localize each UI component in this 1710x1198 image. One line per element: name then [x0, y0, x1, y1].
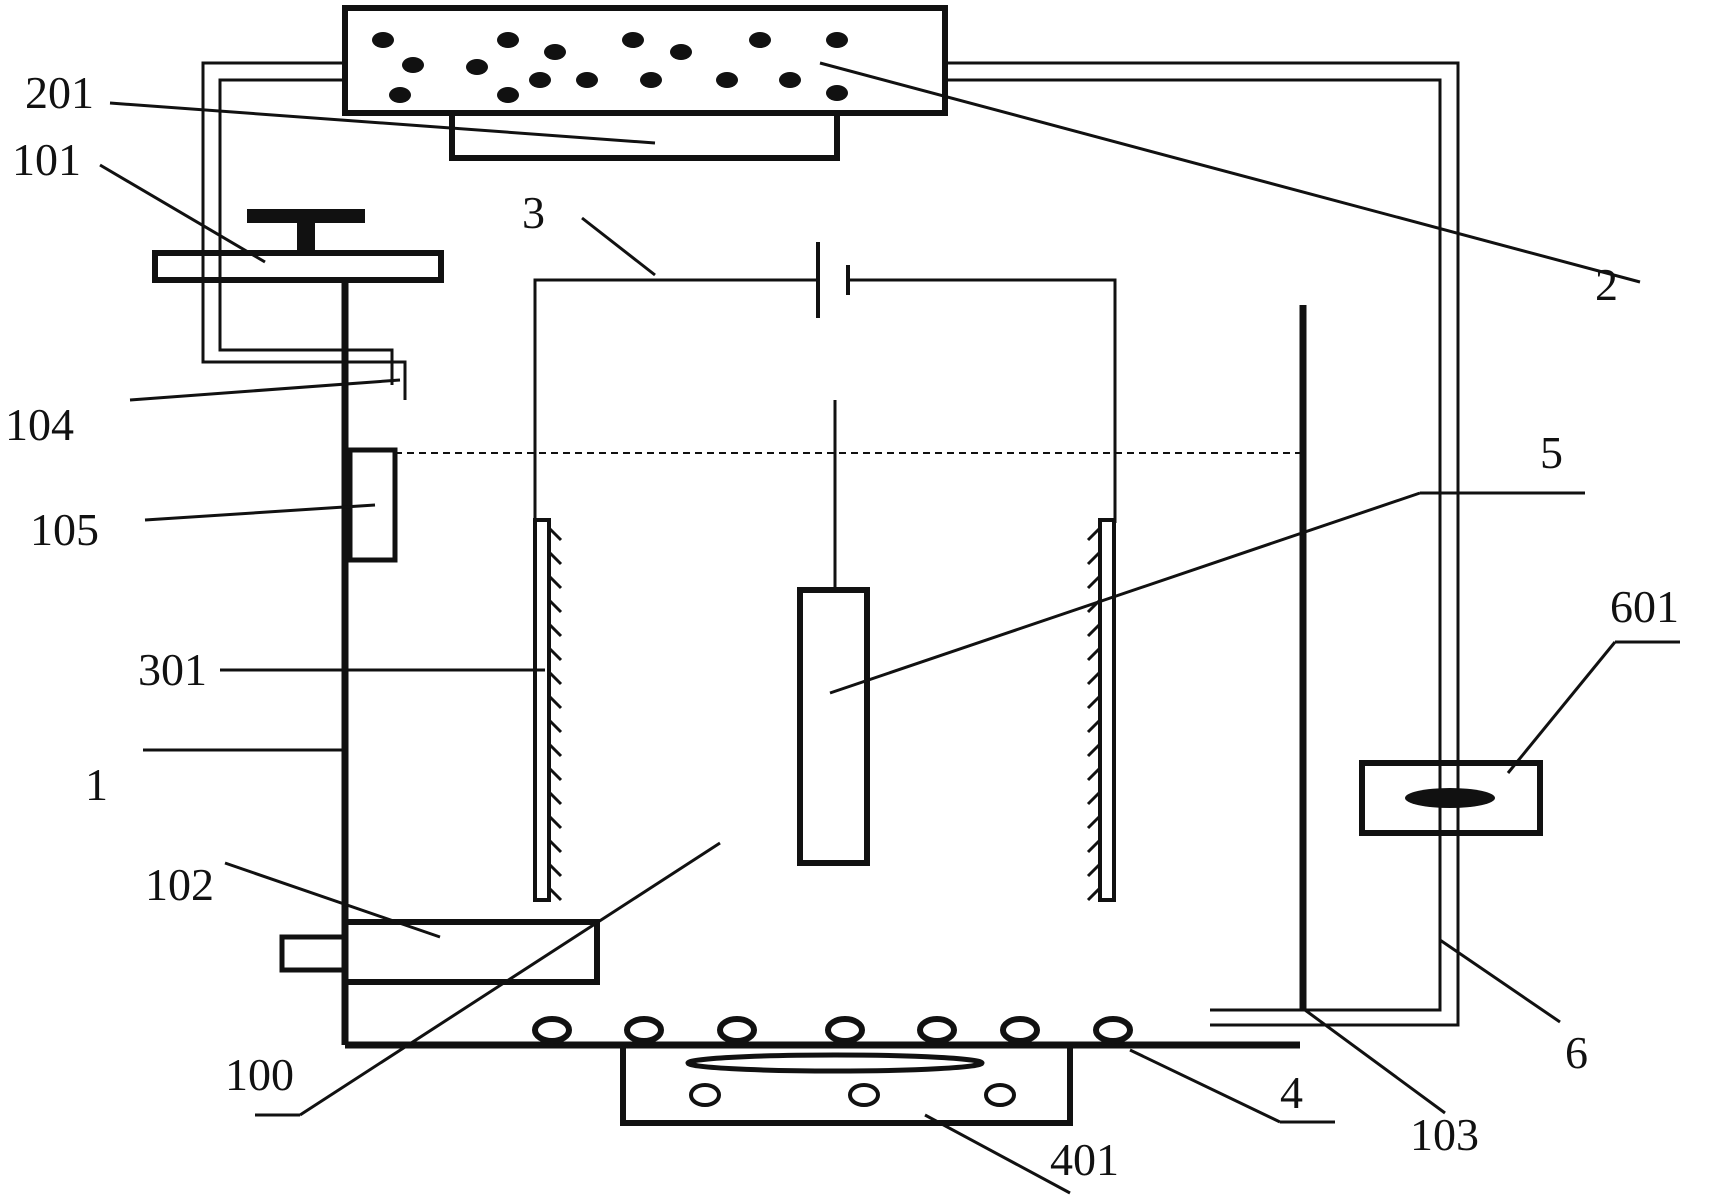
bottom-housing — [620, 1042, 1073, 1126]
aerator-row — [532, 1016, 1133, 1044]
label-105: 105 — [30, 504, 99, 555]
label-301: 301 — [138, 644, 207, 695]
label-601: 601 — [1610, 581, 1679, 632]
electrode-right — [1086, 518, 1116, 902]
label-6: 6 — [1565, 1027, 1588, 1078]
top-chamber-particles — [372, 32, 848, 103]
leader-lines — [99, 61, 1680, 1195]
tank-body — [341, 282, 1300, 1049]
label-103: 103 — [1410, 1109, 1479, 1160]
top-chamber-base-plate — [449, 110, 840, 161]
pump — [1359, 760, 1543, 836]
power-circuit — [533, 242, 1117, 590]
sensor-box — [347, 447, 398, 563]
circulation-pipe — [201, 61, 1460, 1027]
label-102: 102 — [145, 859, 214, 910]
center-electrode — [797, 587, 870, 866]
label-4: 4 — [1280, 1067, 1303, 1118]
label-100: 100 — [225, 1049, 294, 1100]
label-401: 401 — [1050, 1134, 1119, 1185]
label-1: 1 — [85, 759, 108, 810]
label-5: 5 — [1540, 427, 1563, 478]
electrode-left — [533, 518, 563, 902]
label-201: 201 — [25, 67, 94, 118]
inlet-port — [279, 919, 600, 985]
label-2: 2 — [1595, 259, 1618, 310]
top-chamber — [342, 5, 948, 161]
reference-labels: 201 101 3 2 104 5 105 601 301 1 102 6 10… — [5, 67, 1679, 1185]
label-3: 3 — [522, 187, 545, 238]
label-101: 101 — [12, 134, 81, 185]
valve — [152, 209, 444, 283]
label-104: 104 — [5, 399, 74, 450]
